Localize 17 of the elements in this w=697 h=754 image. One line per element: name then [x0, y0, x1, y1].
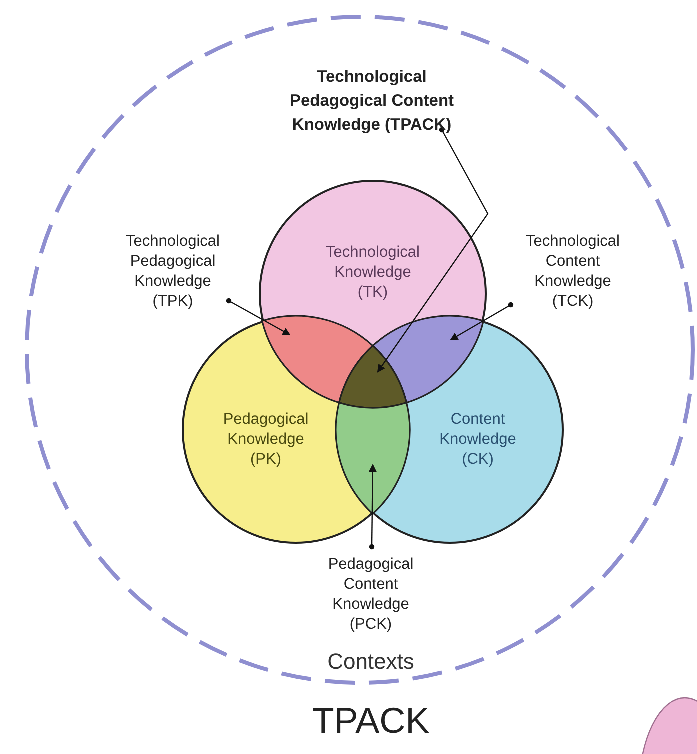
- circle-label: Content Knowledge (CK): [438, 410, 518, 470]
- leader-line: [377, 127, 489, 373]
- title: TPACK: [311, 700, 431, 742]
- leader-line: [226, 298, 291, 336]
- leader-line: [450, 302, 514, 341]
- circle-label: Pedagogical Knowledge (PK): [222, 410, 310, 470]
- overlap-region: [372, 315, 485, 404]
- overlap-region: [335, 402, 411, 515]
- overlap-region: [338, 345, 408, 409]
- leader-line: [368, 464, 377, 550]
- overlap-region: [261, 315, 374, 404]
- callout-text: Pedagogical Content Knowledge (PCK): [315, 555, 427, 635]
- callout-text: Technological Pedagogical Knowledge (TPK): [117, 232, 229, 312]
- circle-label: Technological Knowledge (TK): [325, 243, 421, 303]
- callout-text: Technological Content Knowledge (TCK): [517, 232, 629, 312]
- callout-text: Technological Pedagogical Content Knowledge (TPACK): [270, 65, 474, 137]
- context-label: Contexts: [326, 648, 416, 676]
